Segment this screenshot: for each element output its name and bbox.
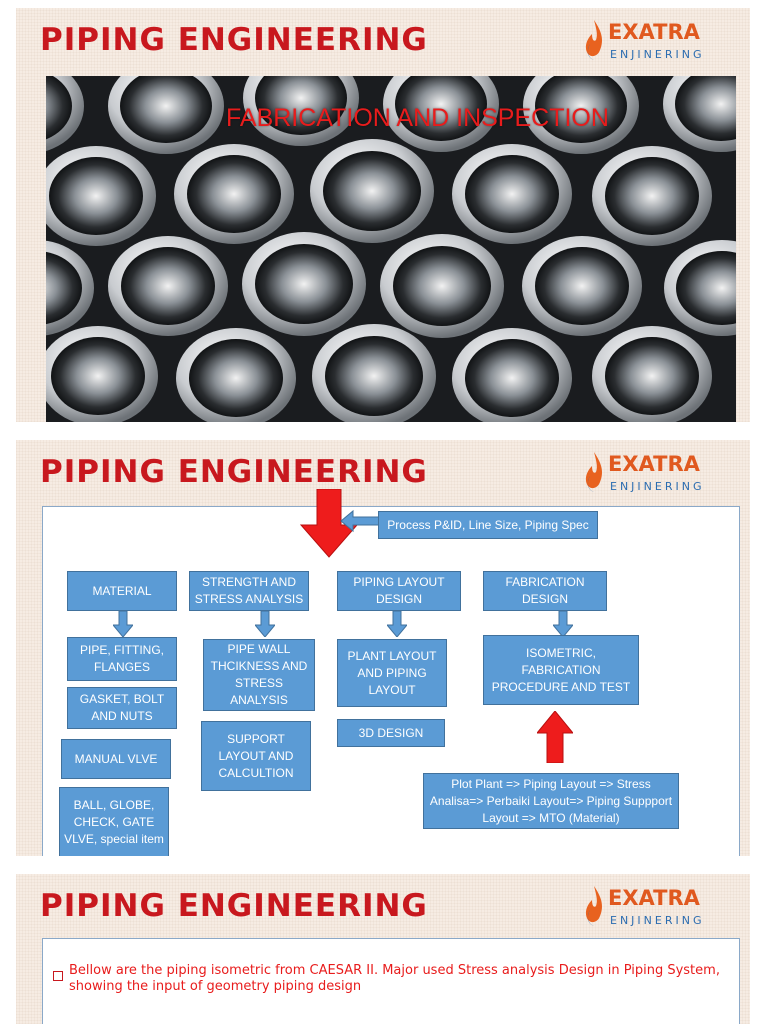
checkbox-bullet-icon: [53, 971, 63, 981]
pipe-wall-box: PIPE WALL THCIKNESS AND STRESS ANALYSIS: [203, 639, 315, 711]
pipes-photo: [16, 50, 750, 422]
company-logo: EXATRA ENJINERING: [582, 446, 732, 502]
slide-title: PIPING ENGINEERING: [40, 22, 428, 58]
blue-down-arrow: [255, 611, 275, 637]
logo-tagline: ENJINERING: [610, 480, 705, 493]
ball-globe-box: BALL, GLOBE, CHECK, GATE VLVE, special i…: [59, 787, 169, 856]
isometric-box: ISOMETRIC, FABRICATION PROCEDURE AND TES…: [483, 635, 639, 705]
material-box: MATERIAL: [67, 571, 177, 611]
manual-valve-box: MANUAL VLVE: [61, 739, 171, 779]
slide-title: PIPING ENGINEERING: [40, 454, 428, 490]
content-panel: Bellow are the piping isometric from CAE…: [42, 938, 740, 1024]
slide-title: PIPING ENGINEERING: [40, 888, 428, 924]
3d-design-box: 3D DESIGN: [337, 719, 445, 747]
flame-icon: [585, 20, 602, 60]
gasket-box: GASKET, BOLT AND NUTS: [67, 687, 177, 729]
red-up-arrow: [537, 711, 573, 763]
blue-down-arrow: [553, 611, 573, 637]
pipe-fitting-box: PIPE, FITTING, FLANGES: [67, 637, 177, 681]
flow-diagram: Process P&ID, Line Size, Piping Spec MAT…: [42, 489, 740, 856]
logo-tagline: ENJINERING: [610, 914, 705, 927]
red-down-arrow: [299, 489, 359, 558]
slide-3: PIPING ENGINEERING EXATRA ENJINERING Bel…: [16, 874, 750, 1024]
slide-2: PIPING ENGINEERING EXATRA ENJINERING Pro…: [16, 440, 750, 856]
photo-caption: FABRICATION AND INSPECTION: [226, 104, 609, 132]
blue-down-arrow: [387, 611, 407, 637]
bullet-text: Bellow are the piping isometric from CAE…: [69, 963, 720, 994]
fabrication-box: FABRICATION DESIGN: [483, 571, 607, 611]
layout-box: PIPING LAYOUT DESIGN: [337, 571, 461, 611]
company-logo: EXATRA ENJINERING: [582, 880, 732, 936]
strength-box: STRENGTH AND STRESS ANALYSIS: [189, 571, 309, 611]
logo-name: EXATRA: [608, 886, 700, 910]
flame-icon: [585, 886, 602, 926]
support-box: SUPPORT LAYOUT AND CALCULTION: [201, 721, 311, 791]
flame-icon: [585, 452, 602, 492]
plot-plant-box: Plot Plant => Piping Layout => Stress An…: [423, 773, 679, 829]
logo-name: EXATRA: [608, 20, 700, 44]
slide-1: PIPING ENGINEERING EXATRA ENJINERING: [16, 8, 750, 422]
logo-name: EXATRA: [608, 452, 700, 476]
blue-left-arrow: [340, 509, 379, 533]
input-box: Process P&ID, Line Size, Piping Spec: [378, 511, 598, 539]
pipe-bundle-image: [16, 50, 750, 422]
company-logo: EXATRA ENJINERING: [582, 14, 732, 70]
logo-tagline: ENJINERING: [610, 48, 705, 61]
plant-layout-box: PLANT LAYOUT AND PIPING LAYOUT: [337, 639, 447, 707]
blue-down-arrow: [113, 611, 133, 637]
